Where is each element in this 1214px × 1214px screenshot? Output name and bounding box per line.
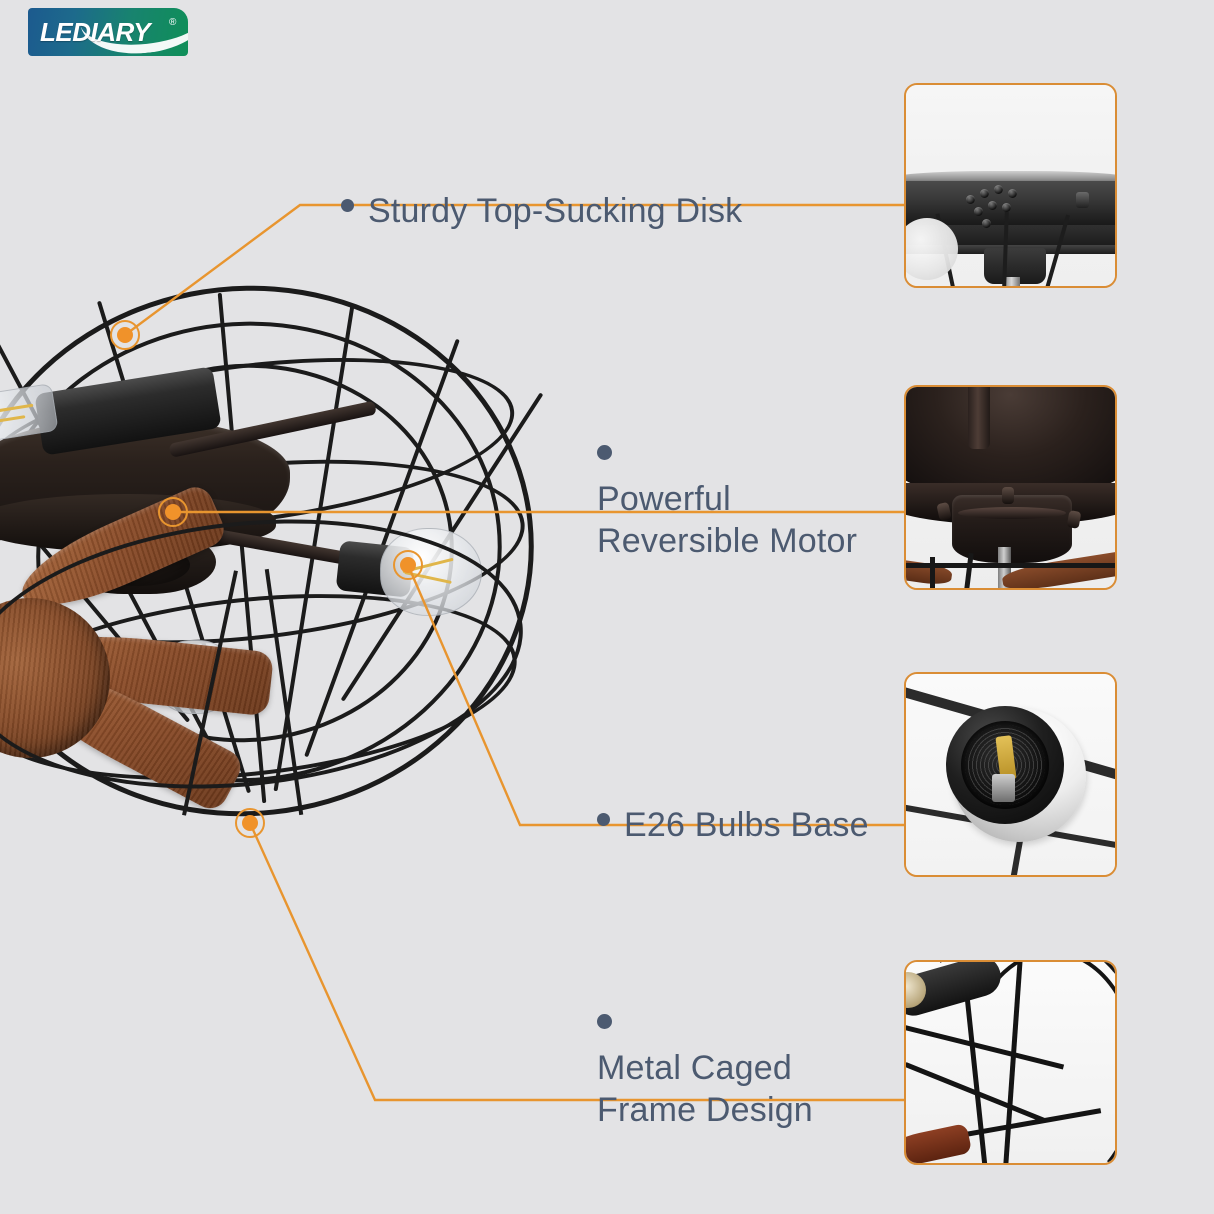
callout-image-e26-bulbs-base (904, 672, 1117, 877)
vent-hole-icon (982, 219, 991, 228)
callout-image-reversible-motor (904, 385, 1117, 590)
vent-hole-icon (980, 189, 989, 198)
bullet-icon (597, 1014, 612, 1029)
vent-hole-icon (994, 185, 1003, 194)
feature-text: Powerful Reversible Motor (597, 480, 858, 560)
anchor-dot-e26-bulbs-base (393, 550, 423, 580)
photo-top-sucking-disk (906, 85, 1115, 286)
leader-line-metal-caged-frame (248, 822, 904, 1102)
anchor-dot-top-sucking-disk (110, 320, 140, 350)
cage-wire (906, 563, 1115, 568)
metal-contact (992, 774, 1015, 802)
cage-wire (963, 552, 974, 588)
feature-label-metal-caged-frame: Metal Caged Frame Design (597, 972, 813, 1131)
photo-metal-cage (906, 962, 1115, 1163)
callout-image-metal-caged-frame (904, 960, 1117, 1165)
leader-line-e26-bulbs-base (406, 564, 904, 827)
vent-hole-icon (1008, 189, 1017, 198)
bullet-icon (597, 813, 610, 826)
fan-blade (906, 557, 954, 587)
brand-name: LEDIARY (40, 17, 151, 47)
screw-icon (1066, 510, 1082, 529)
feature-text: Sturdy Top-Sucking Disk (368, 192, 743, 230)
bullet-icon (341, 199, 354, 212)
anchor-dot-reversible-motor (158, 497, 188, 527)
product-image (0, 257, 580, 868)
vent-hole-icon (966, 195, 975, 204)
vent-hole-icon (974, 207, 983, 216)
feature-text: E26 Bulbs Base (624, 806, 869, 844)
trademark-symbol: ® (169, 17, 177, 28)
vent-hole-icon (988, 201, 997, 210)
feature-text: Metal Caged Frame Design (597, 1049, 813, 1129)
blade-arm (968, 387, 990, 449)
feature-label-reversible-motor: Powerful Reversible Motor (597, 403, 857, 562)
leader-line-top-sucking-disk (124, 203, 904, 336)
callout-image-top-sucking-disk (904, 83, 1117, 288)
feature-label-e26-bulbs-base: E26 Bulbs Base (597, 762, 869, 846)
brand-logo: LEDIARY ® (28, 8, 188, 56)
bulb-base (906, 972, 926, 1008)
motor-cylinder (952, 495, 1072, 563)
photo-reversible-motor (906, 387, 1115, 588)
anchor-dot-metal-caged-frame (235, 808, 265, 838)
motor-ring (958, 507, 1066, 519)
vent-hole-icon (1002, 203, 1011, 212)
bulb-glass (906, 218, 958, 280)
feature-label-top-sucking-disk: Sturdy Top-Sucking Disk (341, 148, 742, 232)
disk-knob (1076, 192, 1089, 208)
screw-icon (1002, 487, 1014, 504)
photo-e26-socket (906, 674, 1115, 875)
bullet-icon (597, 445, 612, 460)
downrod (1006, 277, 1020, 286)
cage-wire (930, 557, 935, 588)
